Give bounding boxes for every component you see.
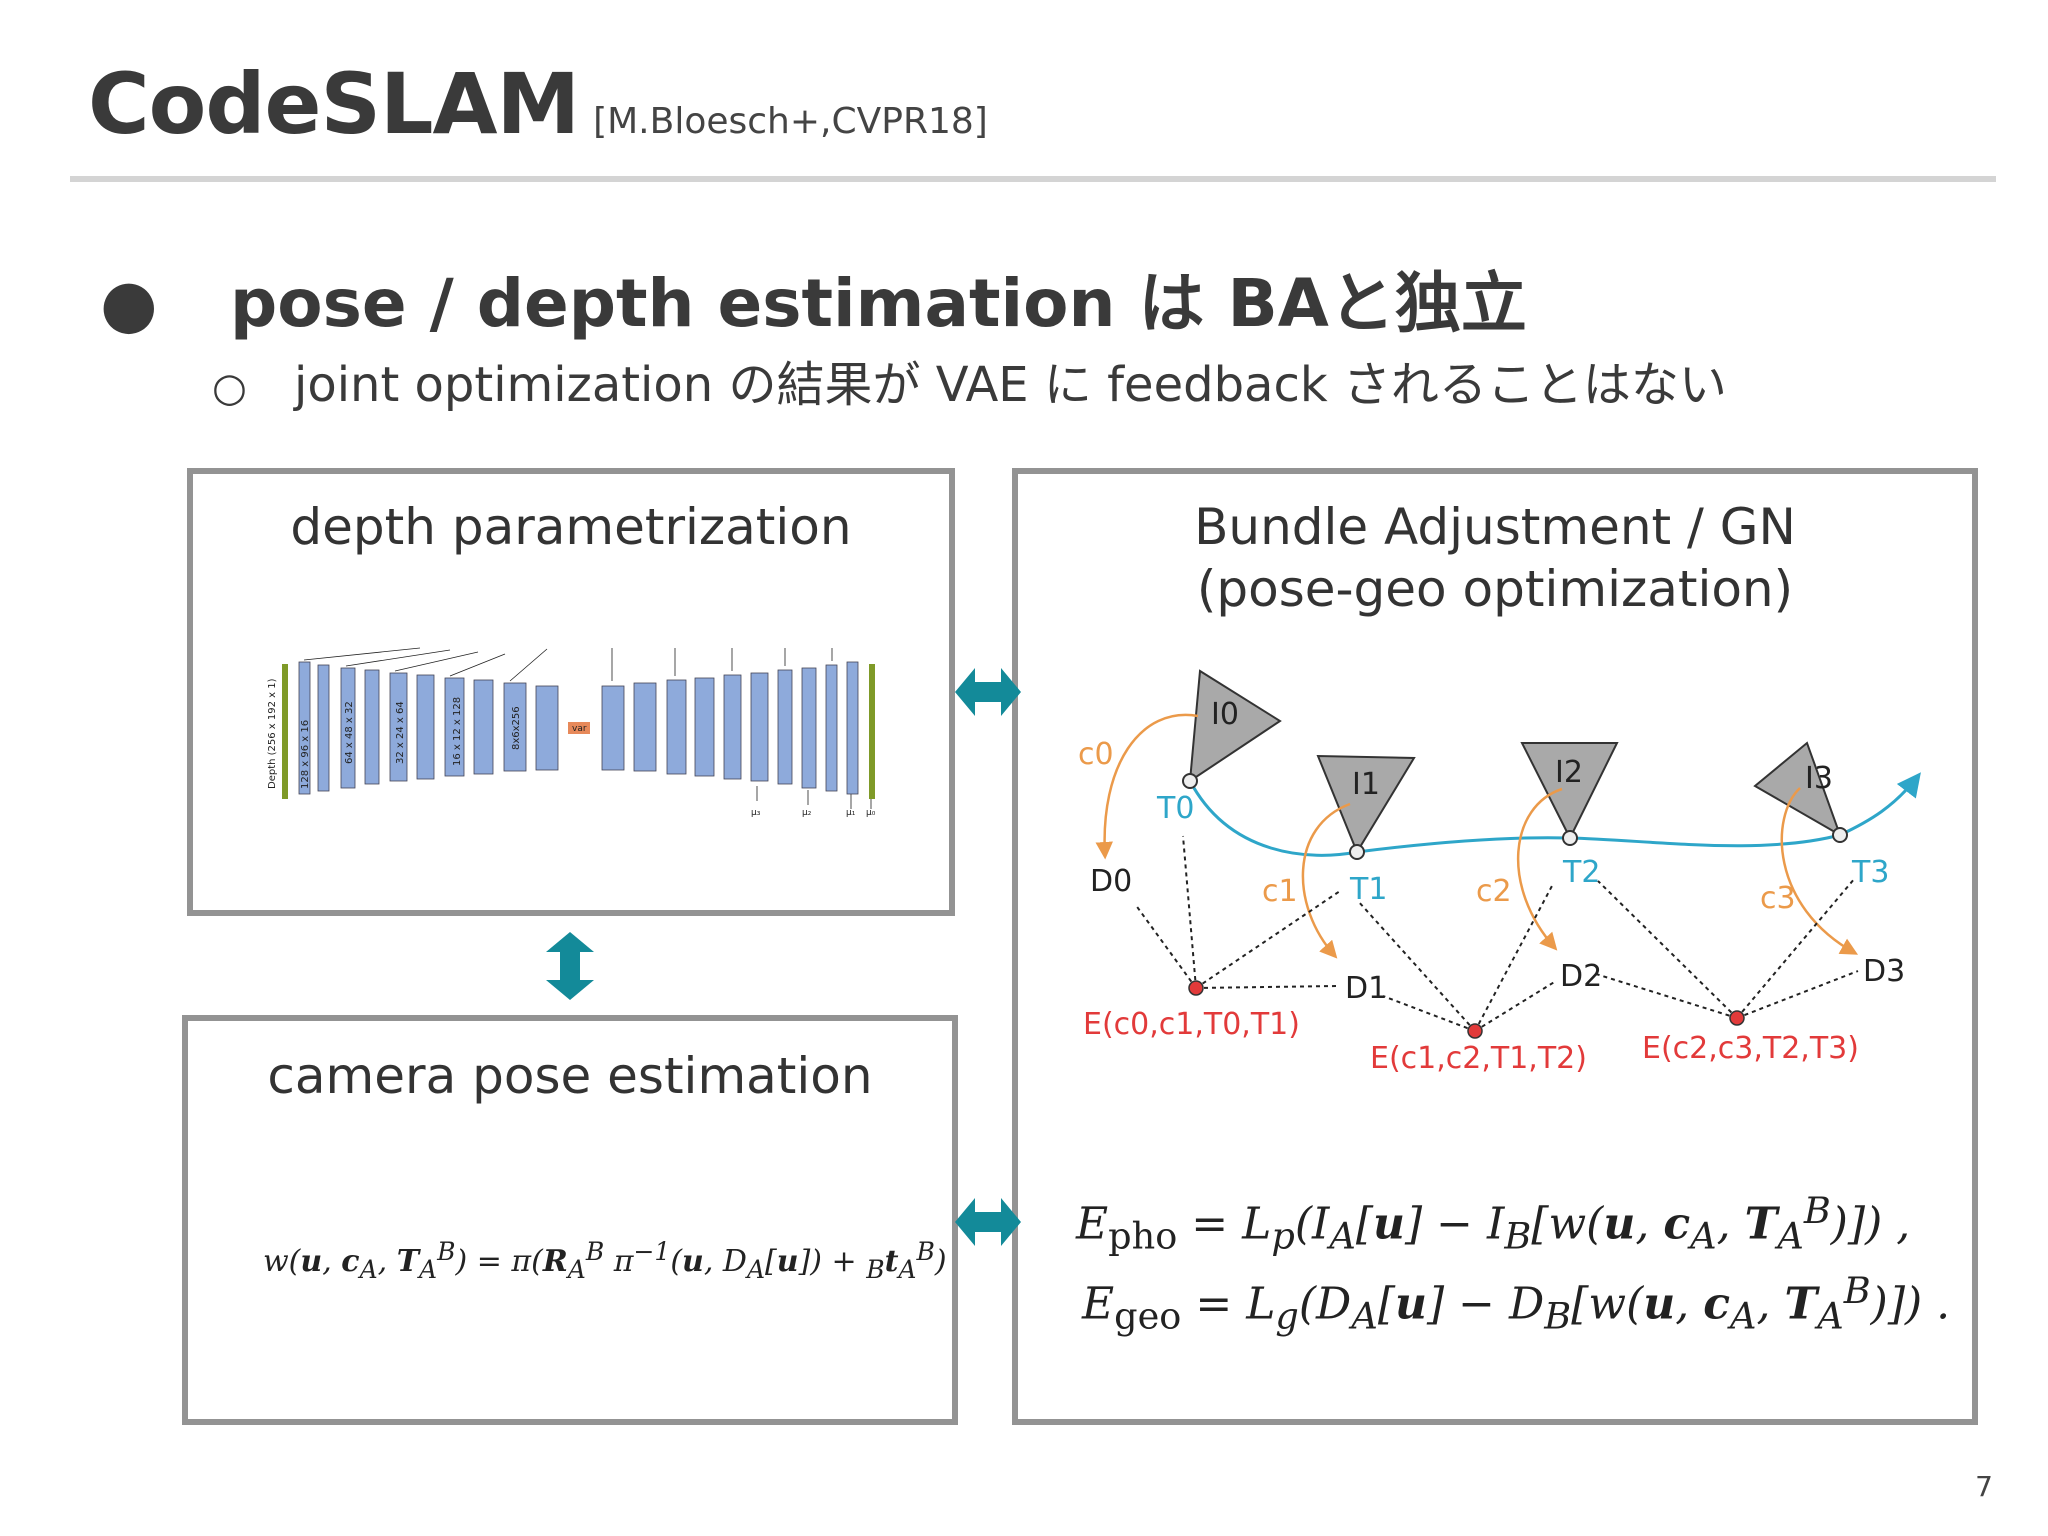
bullet-dot-icon: ● <box>100 265 158 342</box>
citation: [M.Bloesch+,CVPR18] <box>593 101 988 142</box>
pose-node <box>1182 773 1198 789</box>
encoder-layer <box>317 664 330 792</box>
pose-node <box>1562 830 1578 846</box>
camera-frustum-2 <box>1520 742 1619 841</box>
pose-panel: camera pose estimation w(u, cA, TAB) = π… <box>182 1015 958 1425</box>
decoder-layer <box>750 672 769 782</box>
input-label: Depth (256 x 192 x 1) <box>267 678 278 789</box>
title-divider <box>70 176 1996 182</box>
decoder-layer <box>801 667 817 789</box>
decoder-layer <box>601 685 625 771</box>
layer-label: 128 x 96 x 16 <box>300 720 311 789</box>
depth-panel: depth parametrization Depth (256 x 192 x… <box>187 468 955 916</box>
output-label: μ₂ <box>802 808 812 818</box>
depth-panel-title: depth parametrization <box>290 498 852 556</box>
camera-label: I0 <box>1211 697 1239 732</box>
error-label: E(c2,c3,T2,T3) <box>1642 1031 1859 1066</box>
decoder-layer <box>633 682 657 772</box>
layer-label: 32 x 24 x 64 <box>395 701 406 764</box>
camera-label: I1 <box>1352 767 1380 802</box>
code-arc <box>1780 787 1859 955</box>
code-label: c3 <box>1760 881 1796 916</box>
encoder-layer <box>298 661 311 795</box>
error-node <box>1467 1023 1483 1039</box>
layer-label: 16 x 12 x 128 <box>452 697 463 766</box>
pose-label: T1 <box>1349 872 1387 907</box>
code-label: c1 <box>1262 874 1298 909</box>
depth-label: D2 <box>1560 959 1602 994</box>
pose-node <box>1832 827 1848 843</box>
arrow-vertical <box>546 932 594 1000</box>
var-label: var <box>572 724 587 734</box>
autoencoder-diagram: Depth (256 x 192 x 1) 128 x 96 x 16 64 x… <box>267 647 876 818</box>
code-arc <box>1095 713 1199 860</box>
code-arc <box>1516 787 1563 951</box>
decoder-layer <box>846 661 859 795</box>
arrow-horizontal-bottom <box>955 1198 1021 1246</box>
bullet-text: pose / depth estimation は BAと独立 <box>230 265 1527 342</box>
output-label: μ₃ <box>751 808 761 818</box>
geometric-equation: Egeo = Lg(DA[u] − DB[w(u, cA, TAB)]) . <box>1082 1269 1951 1338</box>
pose-label: T3 <box>1851 855 1889 890</box>
camera-frustum-0 <box>1188 669 1282 783</box>
factor-graph: I0 I1 I2 I3 T0 T1 T2 T3 c0 c1 c2 c3 D0 <box>1078 669 1921 1076</box>
encoder-layer <box>389 672 408 782</box>
code-label: c2 <box>1476 874 1512 909</box>
page-number: 7 <box>1975 1470 1993 1503</box>
ba-panel: Bundle Adjustment / GN (pose-geo optimiz… <box>1012 468 1978 1425</box>
layer-label: 64 x 48 x 32 <box>344 701 355 764</box>
var-block <box>568 722 590 734</box>
error-node <box>1188 980 1204 996</box>
sub-bullet-circle-icon: ○ <box>212 365 247 411</box>
error-node <box>1729 1010 1745 1026</box>
code-arc <box>1301 802 1351 959</box>
output-layer <box>869 664 875 799</box>
warp-formula: w(u, cA, TAB) = π(RAB π−1(u, DA[u]) + Bt… <box>263 1237 947 1284</box>
ba-panel-subtitle: (pose-geo optimization) <box>1196 560 1794 618</box>
encoder-layer <box>473 679 494 775</box>
title-text: CodeSLAM <box>88 55 580 153</box>
depth-label: D0 <box>1090 864 1132 899</box>
slide-title: CodeSLAM [M.Bloesch+,CVPR18] <box>88 55 988 153</box>
sub-bullet-text: joint optimization の結果が VAE に feedback さ… <box>294 357 1727 413</box>
camera-label: I2 <box>1555 755 1583 790</box>
pose-node <box>1349 844 1365 860</box>
layer-label: 8x6x256 <box>511 706 522 750</box>
camera-frustum-1 <box>1316 754 1416 855</box>
error-label: E(c0,c1,T0,T1) <box>1083 1007 1300 1042</box>
decoder-layer <box>666 679 687 775</box>
output-label: μ₁ <box>846 808 856 818</box>
encoder-layer <box>535 685 559 771</box>
sub-bullet: ○ joint optimization の結果が VAE に feedback … <box>212 345 1727 415</box>
pose-label: T0 <box>1156 791 1194 826</box>
output-label: μ₀ <box>866 808 876 818</box>
encoder-layer <box>364 669 380 785</box>
error-label: E(c1,c2,T1,T2) <box>1370 1041 1587 1076</box>
ba-panel-title: Bundle Adjustment / GN <box>1194 498 1796 556</box>
depth-label: D3 <box>1863 954 1905 989</box>
decoder-layer <box>694 677 715 777</box>
depth-label: D1 <box>1345 971 1387 1006</box>
encoder-layer <box>503 682 527 772</box>
pose-label: T2 <box>1562 855 1600 890</box>
decoder-layer <box>825 664 838 792</box>
camera-label: I3 <box>1805 761 1833 796</box>
decoder-layer <box>777 669 793 785</box>
encoder-layer <box>416 674 435 780</box>
photometric-equation: Epho = Lp(IA[u] − IB[w(u, cA, TAB)]) , <box>1076 1189 1911 1258</box>
encoder-layer <box>340 667 356 789</box>
bullet-main: ● pose / depth estimation は BAと独立 <box>100 250 1527 346</box>
encoder-layer <box>444 677 465 777</box>
pose-panel-title: camera pose estimation <box>267 1047 873 1105</box>
decoder-layer <box>723 674 742 780</box>
code-label: c0 <box>1078 737 1114 772</box>
input-layer <box>282 664 288 799</box>
arrow-horizontal-top <box>955 668 1021 716</box>
